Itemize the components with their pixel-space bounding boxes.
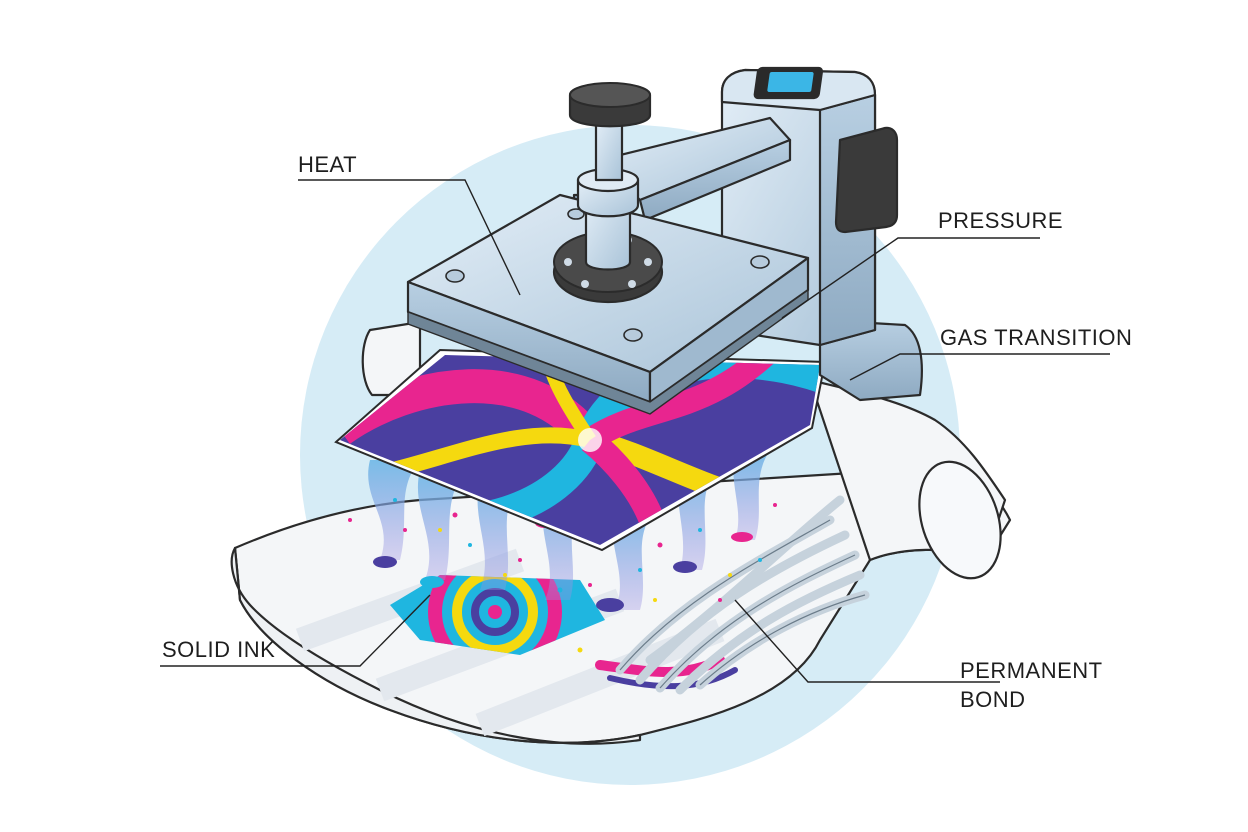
leader-lines [160, 179, 1110, 683]
label-heat: HEAT [298, 152, 357, 177]
label-pressure: PRESSURE [938, 208, 1063, 233]
label-gas-transition: GAS TRANSITION [940, 325, 1132, 350]
bonded-fibers [595, 495, 870, 695]
label-permanent-bond-line2: BOND [960, 687, 1026, 712]
side-handle [834, 126, 899, 234]
label-permanent-bond-line1: PERMANENT [960, 658, 1103, 683]
label-solid-ink: SOLID INK [162, 637, 275, 662]
heat-press [406, 66, 923, 415]
